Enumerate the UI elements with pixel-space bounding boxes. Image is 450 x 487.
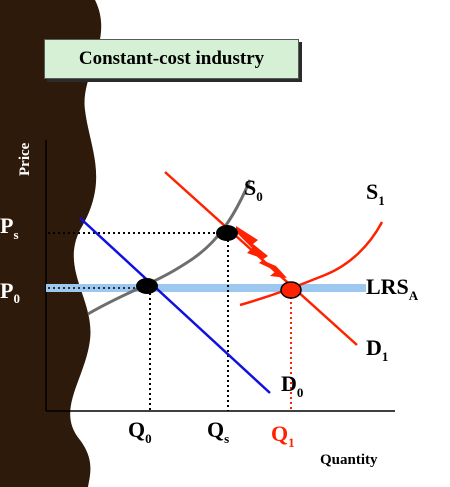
quantity-label-q0: Q0 [128, 417, 152, 446]
price-label-p0: P0 [0, 278, 20, 306]
curve-label-s1: S1 [366, 179, 385, 208]
x-axis-label: Quantity [320, 452, 378, 468]
quantity-label-q1: Q1 [271, 421, 295, 450]
supply-curve-s0 [87, 179, 252, 316]
equilibrium-point-initial [136, 278, 158, 294]
supply-curve-s1 [239, 221, 384, 307]
quantity-label-qs: Qs [207, 417, 229, 446]
demand-curve-d0 [79, 217, 271, 394]
slide-title: Constant-cost industry [44, 39, 299, 79]
shift-arrow-icon [236, 226, 287, 278]
curve-label-lrs: LRSA [366, 274, 419, 303]
price-label-ps: Ps [0, 213, 19, 242]
equilibrium-point-short-run [216, 225, 238, 241]
demand-curve-d1 [164, 171, 358, 346]
curve-label-s0: S0 [244, 175, 263, 204]
y-axis-label: Price [17, 142, 33, 176]
curve-label-d0: D0 [281, 371, 303, 400]
curve-label-d1: D1 [366, 335, 388, 364]
left-border-decoration [0, 0, 102, 487]
equilibrium-point-long-run [280, 281, 302, 299]
